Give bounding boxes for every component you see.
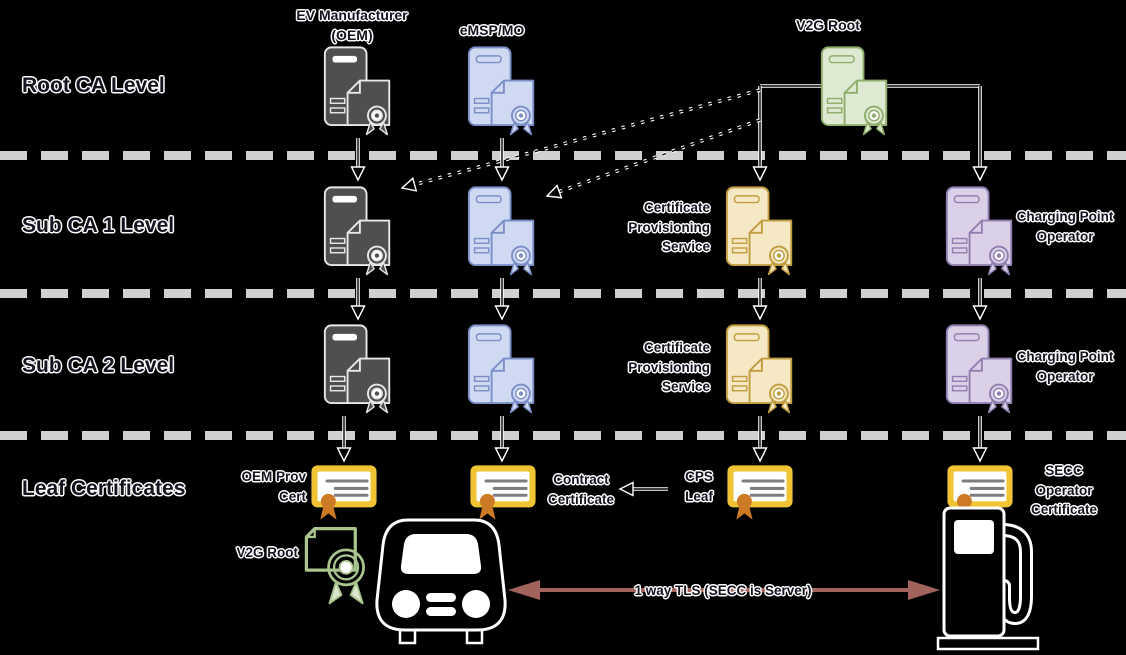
oem-sub-ca2-server-certificate-icon <box>322 322 394 414</box>
level-label-sub-ca-1: Sub CA 1 Level <box>22 214 175 237</box>
oem-prov-cert-icon <box>310 464 378 521</box>
label-cpo-sub-ca1: Charging Point Operator <box>1016 209 1114 244</box>
label-v2g-root-leaf: V2G Root <box>236 545 298 560</box>
emsp-sub-ca2-server-certificate-icon <box>466 322 538 414</box>
level-separator-2 <box>0 289 1126 298</box>
label-secc-operator-certificate: SECC Operator Certificate <box>1030 463 1098 518</box>
ev-car-icon <box>370 514 512 648</box>
oem-sub-ca1-server-certificate-icon <box>322 184 394 276</box>
header-v2g-root: V2G Root <box>796 17 860 33</box>
label-cpo-sub-ca2: Charging Point Operator <box>1016 349 1114 384</box>
level-label-root-ca: Root CA Level <box>22 74 165 97</box>
cps-sub-ca1-server-certificate-icon <box>724 184 796 276</box>
cpo-sub-ca2-server-certificate-icon <box>944 322 1016 414</box>
cps-sub-ca2-server-certificate-icon <box>724 322 796 414</box>
v2g-root-ca-server-certificate-icon <box>819 44 891 136</box>
header-ev-manufacturer-oem: EV Manufacturer (OEM) <box>296 7 408 44</box>
emsp-sub-ca1-server-certificate-icon <box>466 184 538 276</box>
v2g-root-sealed-document-icon <box>298 524 372 607</box>
label-one-way-tls: 1 way TLS (SECC is Server) <box>634 583 812 598</box>
level-label-sub-ca-2: Sub CA 2 Level <box>22 354 175 377</box>
level-label-leaf-certificates: Leaf Certificates <box>22 477 186 500</box>
level-separator-3 <box>0 431 1126 440</box>
header-emsp-mo: eMSP/MO <box>459 22 525 38</box>
oem-root-ca-server-certificate-icon <box>322 44 394 136</box>
level-separator-1 <box>0 151 1126 160</box>
label-cps-leaf: CPS Leaf <box>685 469 713 504</box>
label-cps-sub-ca2: Certificate Provisioning Service <box>628 340 710 395</box>
charging-station-icon <box>936 500 1040 652</box>
cpo-sub-ca1-server-certificate-icon <box>944 184 1016 276</box>
contract-certificate-icon <box>469 464 537 521</box>
emsp-root-ca-server-certificate-icon <box>466 44 538 136</box>
label-oem-prov-cert: OEM Prov Cert <box>241 469 306 504</box>
cps-leaf-certificate-icon <box>726 464 794 521</box>
label-contract-certificate: Contract Certificate <box>547 472 615 507</box>
label-cps-sub-ca1: Certificate Provisioning Service <box>628 200 710 255</box>
